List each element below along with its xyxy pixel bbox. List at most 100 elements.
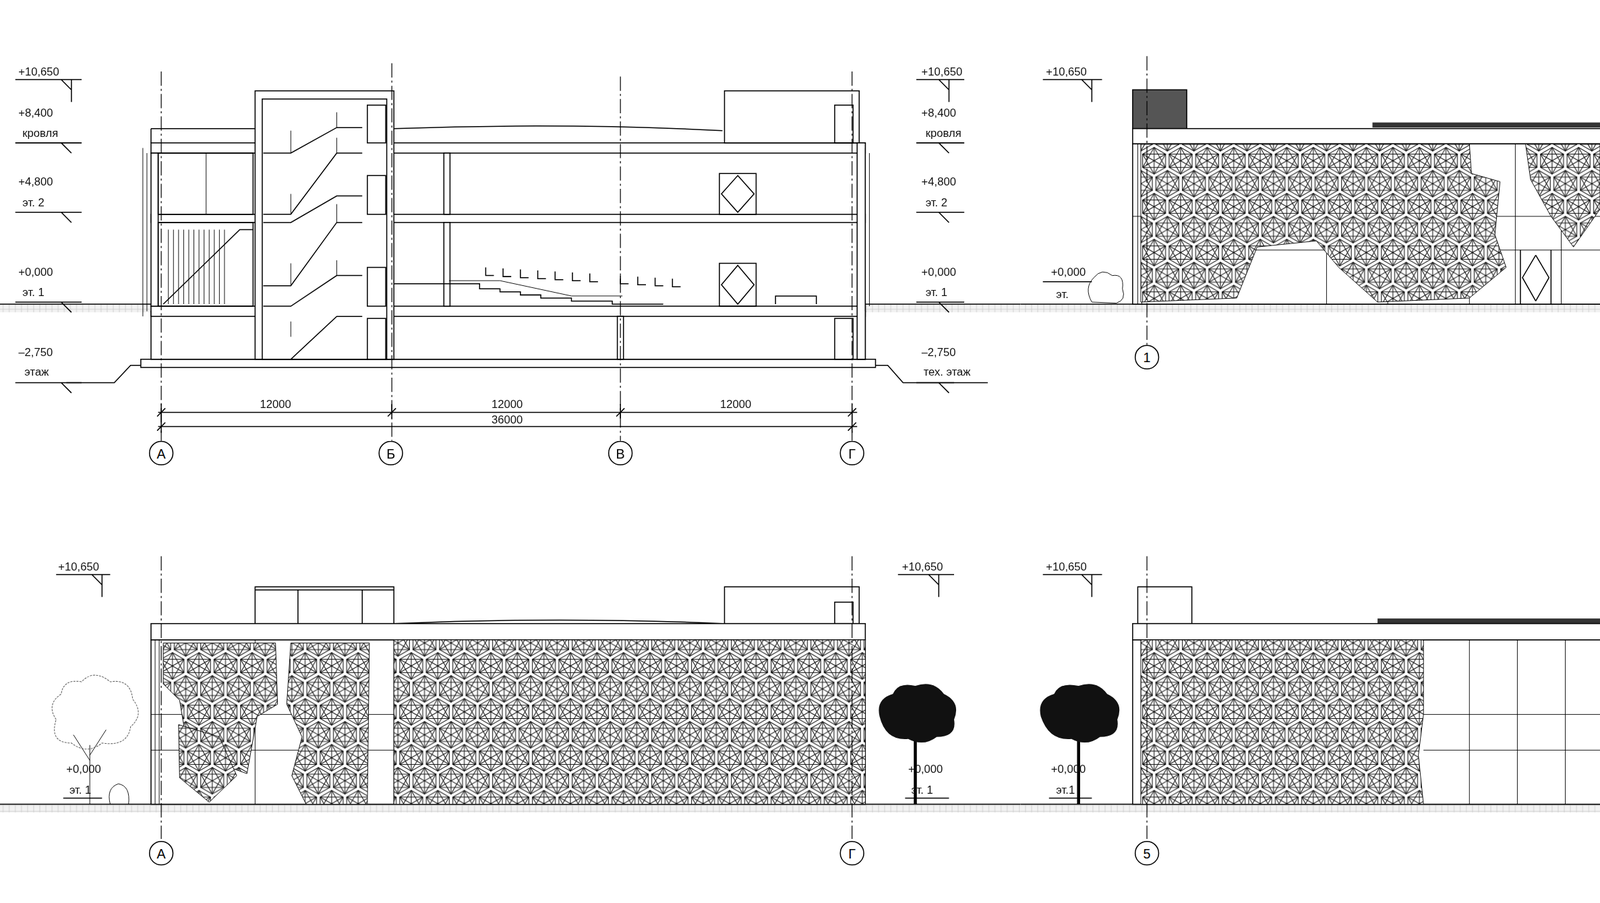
section-view <box>443 222 450 307</box>
level-mark: эт. <box>1055 287 1069 301</box>
section-view <box>916 382 988 394</box>
level-mark: +0,000 <box>921 264 957 278</box>
level-mark: +0,000 <box>1051 762 1086 775</box>
section-view <box>66 365 955 383</box>
elevation-bottom-right <box>1137 586 1192 624</box>
section-view <box>865 147 870 311</box>
elevation-bottom-left <box>898 574 955 597</box>
section-view <box>157 407 857 431</box>
section-view <box>393 283 817 305</box>
axis-letter: Г <box>848 446 856 460</box>
section-view <box>163 229 253 305</box>
section-view <box>443 153 450 215</box>
dimension-text: 12000 <box>491 397 523 410</box>
level-mark: эт. 1 <box>69 783 92 796</box>
axis-marker: В <box>608 440 633 466</box>
section-view <box>140 359 876 368</box>
elevation-top-right <box>1520 250 1551 305</box>
section-view <box>916 302 965 313</box>
level-mark: +0,000 <box>1051 264 1086 278</box>
axis-letter: А <box>157 446 166 460</box>
tree <box>51 674 139 804</box>
level-mark: +8,400 <box>18 105 53 118</box>
elevation-bottom-left <box>161 556 853 839</box>
elevation-top-right <box>1020 55 1600 345</box>
elevation-top-right <box>1020 304 1600 313</box>
level-mark: +10,650 <box>1045 560 1087 573</box>
section-view <box>367 318 386 360</box>
level-mark: +10,650 <box>902 560 944 573</box>
tree <box>878 683 957 743</box>
section-view <box>721 264 754 305</box>
level-mark: эт. 2 <box>22 196 44 209</box>
section-view <box>15 302 82 313</box>
elevation-bottom-right <box>1140 639 1424 805</box>
level-mark: +4,800 <box>921 175 957 188</box>
section-view <box>485 267 681 288</box>
elevation-bottom-right <box>1377 618 1600 624</box>
elevation-top-right <box>1140 143 1507 303</box>
section-view <box>916 79 965 102</box>
section-view <box>168 229 225 305</box>
axis-marker: А <box>149 440 174 466</box>
level-mark: –2,750 <box>921 345 957 359</box>
elevation-bottom-left <box>393 639 866 805</box>
elevation-bottom-left <box>904 797 949 799</box>
section-view <box>724 91 860 143</box>
section-view <box>916 142 965 154</box>
axis-marker: Б <box>378 440 403 466</box>
elevation-bottom-left <box>286 642 370 804</box>
elevation-top-right <box>1132 128 1600 145</box>
elevation-bottom-right <box>1020 556 1600 839</box>
level-mark: эт. 1 <box>925 285 948 299</box>
level-mark: +0,000 <box>66 762 101 775</box>
elevation-top-right <box>1372 122 1600 129</box>
elevation-top-right <box>1146 55 1147 345</box>
elevation-bottom-right <box>1423 639 1600 805</box>
section-view <box>15 212 82 223</box>
elevation-bottom-right <box>1049 797 1093 799</box>
section-view <box>916 212 965 223</box>
level-mark: +0,000 <box>908 762 943 775</box>
level-mark: эт. 1 <box>910 783 933 796</box>
tree <box>1040 683 1120 743</box>
elevation-bottom-right <box>1132 639 1600 805</box>
section-view <box>262 99 388 360</box>
level-mark: +10,650 <box>1045 65 1087 78</box>
axis-marker: 1 <box>1134 345 1160 370</box>
section-view <box>158 153 254 215</box>
axis-marker: Г <box>840 440 865 466</box>
section-view <box>865 304 1021 313</box>
elevation-bottom-left <box>151 639 394 805</box>
section-view <box>856 142 866 360</box>
section-view <box>719 262 756 307</box>
elevation-top-right <box>1132 143 1600 305</box>
elevation-top-right <box>1043 79 1103 102</box>
elevation-bottom-right <box>1132 623 1600 640</box>
section-view <box>367 175 386 215</box>
axis-letter: 1 <box>1143 350 1151 365</box>
level-mark: –2,750 <box>18 345 53 359</box>
level-mark: +10,650 <box>18 65 60 78</box>
elevation-bottom-left <box>55 574 110 597</box>
elevation-bottom-left <box>178 724 237 803</box>
dimension-text: 12000 <box>259 397 291 410</box>
section-view <box>142 147 147 317</box>
elevation-bottom-left <box>834 602 853 624</box>
level-mark: +4,800 <box>18 175 53 188</box>
elevation-bottom-right <box>1146 556 1147 839</box>
tree <box>1040 683 1120 804</box>
axis-letter: Б <box>386 446 396 460</box>
axis-marker: А <box>149 840 174 866</box>
level-mark: +10,650 <box>921 65 963 78</box>
section-view <box>254 91 394 360</box>
axis-letter: 5 <box>1143 846 1151 860</box>
level-mark: эт.1 <box>1055 783 1075 796</box>
section-view <box>367 105 386 143</box>
section-view <box>15 79 82 102</box>
dimension-text: 36000 <box>491 413 523 426</box>
elevation-bottom-left <box>393 619 723 624</box>
elevation-bottom-left <box>151 639 866 805</box>
section-view <box>262 127 363 360</box>
level-mark: кровля <box>22 126 58 139</box>
